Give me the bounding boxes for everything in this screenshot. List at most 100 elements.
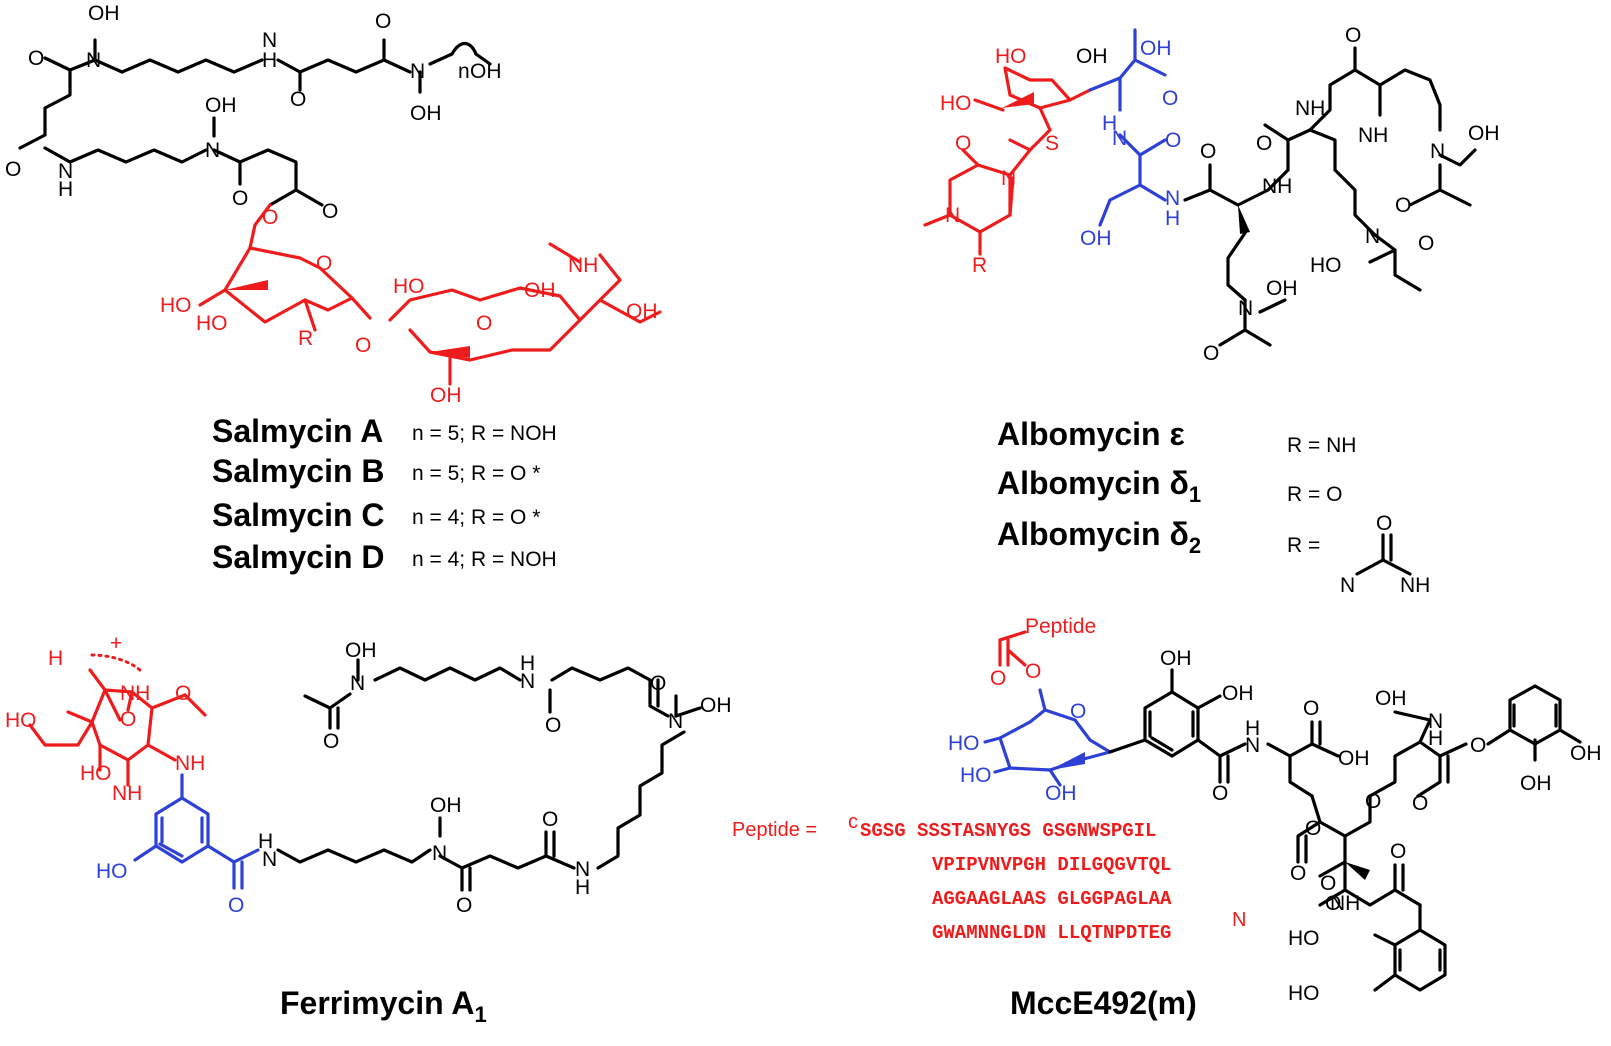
svg-text:H: H: [520, 652, 535, 675]
svg-text:O: O: [1320, 872, 1336, 895]
albomycin-delta2-name: Albomycin δ2: [997, 516, 1201, 558]
salmycin-sugar: [198, 203, 662, 386]
svg-text:NH: NH: [1358, 124, 1388, 147]
svg-text:OH: OH: [430, 384, 462, 407]
svg-text:H: H: [58, 178, 73, 201]
sequence-line-2: VPIPVNVPGH DILGQGVTQL: [932, 854, 1171, 876]
svg-text:OH: OH: [1375, 687, 1407, 710]
svg-text:N: N: [1165, 187, 1180, 210]
svg-text:O: O: [1290, 862, 1306, 885]
svg-text:HO: HO: [80, 762, 112, 785]
ferrimycin-benzamide: [133, 773, 260, 890]
svg-text:OH: OH: [1468, 122, 1500, 145]
ferrimycin-structure: H + NH O O HO HO NH NH HO O H N OH N O O…: [5, 632, 732, 1027]
svg-text:H: H: [262, 49, 277, 72]
svg-text:O: O: [456, 894, 472, 917]
svg-text:N: N: [1238, 297, 1253, 320]
svg-text:OH: OH: [430, 794, 462, 817]
sequence-line-3: AGGAAGLAAS GLGGPAGLAA: [932, 888, 1172, 910]
svg-text:OH: OH: [524, 279, 556, 302]
svg-text:H: H: [1245, 717, 1260, 740]
svg-text:O: O: [1212, 782, 1228, 805]
salmycin-chain: [18, 38, 492, 207]
albomycin-delta2-note: R =: [1287, 534, 1320, 557]
svg-text:OH: OH: [1140, 37, 1172, 60]
svg-text:R: R: [972, 254, 987, 277]
svg-text:O: O: [1162, 87, 1178, 110]
peptide-label: Peptide =: [732, 819, 817, 841]
svg-text:O: O: [322, 200, 338, 223]
svg-text:OH: OH: [626, 300, 658, 323]
svg-text:OH: OH: [1045, 782, 1077, 805]
svg-text:H: H: [575, 876, 590, 899]
svg-text:O: O: [476, 312, 492, 335]
svg-text:H: H: [258, 830, 273, 853]
svg-text:NH: NH: [1400, 574, 1430, 597]
svg-text:N: N: [86, 49, 101, 72]
svg-text:N: N: [1340, 574, 1355, 597]
svg-text:OH: OH: [1338, 747, 1370, 770]
svg-text:N: N: [945, 204, 960, 227]
sequence-line-1: SGSG SSSTASNYGS GSGNWSPGIL: [860, 820, 1156, 842]
svg-text:O: O: [1165, 129, 1181, 152]
svg-text:+: +: [110, 632, 122, 655]
svg-text:HO: HO: [160, 294, 192, 317]
svg-text:O: O: [650, 672, 666, 695]
albomycin-ornithine-chain: [1183, 46, 1477, 347]
svg-text:NH: NH: [1262, 175, 1292, 198]
svg-text:NH: NH: [1330, 892, 1360, 915]
svg-text:S: S: [1045, 132, 1059, 155]
svg-text:N: N: [1245, 734, 1260, 757]
mcce-catechol-core: [1108, 668, 1247, 784]
svg-text:n: n: [458, 60, 470, 83]
svg-text:O: O: [1203, 342, 1219, 365]
svg-text:O: O: [1376, 512, 1392, 535]
svg-text:O: O: [1256, 132, 1272, 155]
svg-text:O: O: [1200, 140, 1216, 163]
svg-text:O: O: [1418, 232, 1434, 255]
svg-text:N: N: [1001, 167, 1016, 190]
svg-text:N: N: [58, 160, 73, 183]
svg-text:NH: NH: [1295, 97, 1325, 120]
svg-text:O: O: [232, 187, 248, 210]
svg-text:O: O: [1470, 734, 1486, 757]
salmycin-d-note: n = 4; R = NOH: [412, 548, 557, 571]
n-terminus-label: N: [1232, 909, 1246, 931]
svg-text:O: O: [323, 730, 339, 753]
mcce-trilactone: [1266, 684, 1582, 992]
svg-text:HO: HO: [393, 275, 425, 298]
svg-text:O: O: [1305, 817, 1321, 840]
salmycin-atoms: OH N O H N O O N OH n OH O N H OH N O O …: [5, 2, 658, 407]
svg-text:O: O: [1390, 840, 1406, 863]
mcce492-structure: Peptide O O O HO HO OH OH OH O H N O OH …: [732, 615, 1602, 1021]
svg-text:OH: OH: [470, 60, 502, 83]
svg-text:OH: OH: [1520, 772, 1552, 795]
svg-text:O: O: [542, 808, 558, 831]
svg-text:N: N: [1365, 225, 1380, 248]
peptide-sequence: Peptide = c SGSG SSSTASNYGS GSGNWSPGIL V…: [732, 811, 1246, 944]
salmycin-c-name: Salmycin C: [212, 497, 385, 533]
svg-text:N: N: [432, 842, 447, 865]
svg-text:O: O: [375, 10, 391, 33]
salmycin-b-note: n = 5; R = O *: [412, 462, 540, 485]
svg-text:N: N: [1112, 127, 1127, 150]
albomycin-atoms: HO HO S O N N R OH OH O H N O N H OH O N…: [940, 24, 1500, 365]
svg-text:N: N: [668, 710, 683, 733]
ferrimycin-sugar: [28, 653, 207, 787]
svg-text:OH: OH: [1080, 227, 1112, 250]
svg-text:HO: HO: [96, 860, 128, 883]
svg-text:OH: OH: [88, 2, 120, 25]
mcce-glucose: [983, 630, 1112, 787]
svg-text:OH: OH: [700, 694, 732, 717]
svg-text:H: H: [48, 647, 63, 670]
svg-text:O: O: [120, 708, 136, 731]
svg-text:OH: OH: [410, 102, 442, 125]
svg-text:NH: NH: [112, 782, 142, 805]
svg-text:OH: OH: [345, 639, 377, 662]
svg-text:O: O: [28, 47, 44, 70]
salmycin-c-note: n = 4; R = O *: [412, 506, 540, 529]
salmycin-d-name: Salmycin D: [212, 539, 385, 575]
svg-text:HO: HO: [1310, 254, 1342, 277]
mcce-atoms: Peptide O O O HO HO OH OH OH O H N O OH …: [948, 615, 1602, 1005]
